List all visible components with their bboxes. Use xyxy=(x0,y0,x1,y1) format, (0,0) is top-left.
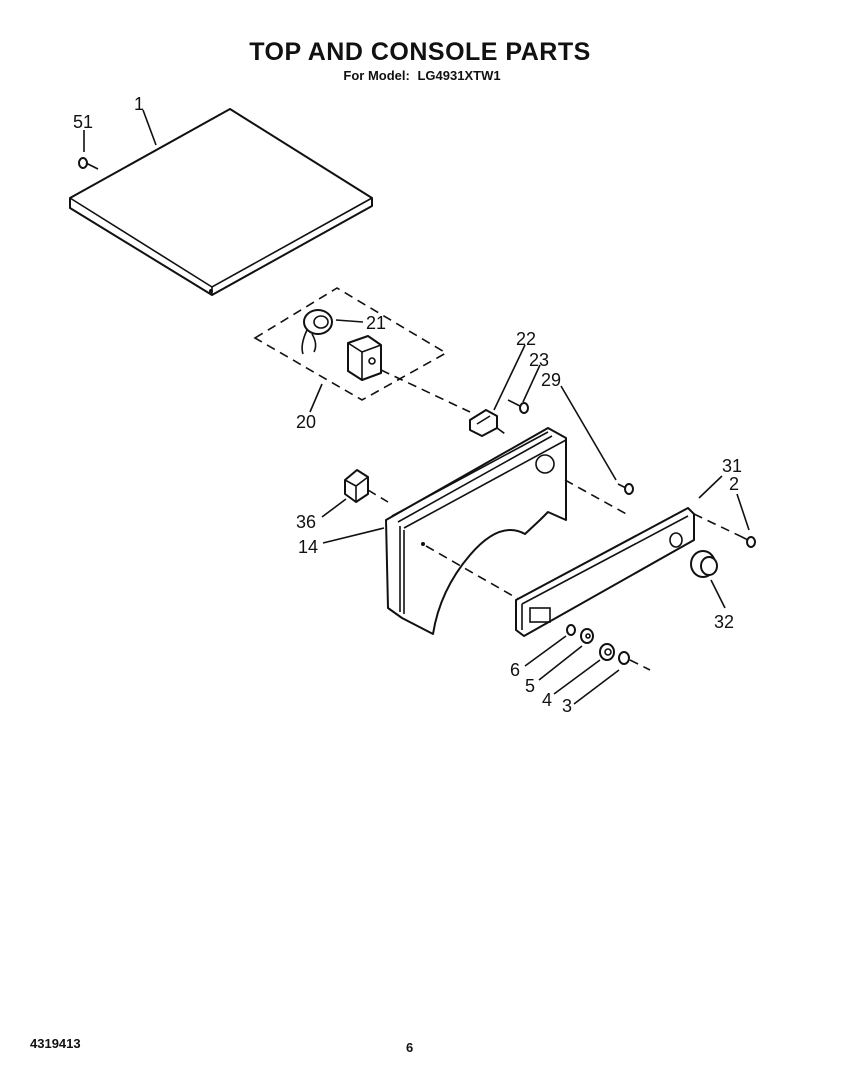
model-line: For Model: LG4931XTW1 xyxy=(0,68,840,83)
callout-2: 2 xyxy=(729,474,739,494)
callout-29: 29 xyxy=(541,370,561,390)
diagram-title: TOP AND CONSOLE PARTS xyxy=(249,38,591,66)
bushing-4 xyxy=(599,643,615,661)
callout-23: 23 xyxy=(529,350,549,370)
document-number: 4319413 xyxy=(30,1036,81,1051)
callout-36: 36 xyxy=(296,512,316,532)
callout-51: 51 xyxy=(73,112,93,132)
control-panel-31 xyxy=(515,507,695,637)
nut-3 xyxy=(618,651,630,665)
screw-2 xyxy=(739,535,756,548)
switch-assembly-group xyxy=(253,287,448,401)
callout-21: 21 xyxy=(366,313,386,333)
callout-14: 14 xyxy=(298,537,318,557)
nut-5 xyxy=(580,628,594,644)
callout-5: 5 xyxy=(525,676,535,696)
clip-36 xyxy=(344,469,369,503)
bracket-22 xyxy=(469,409,498,437)
page-number: 6 xyxy=(406,1040,414,1055)
callout-32: 32 xyxy=(714,612,734,632)
callout-31: 31 xyxy=(722,456,742,476)
leader-lines xyxy=(83,109,750,705)
model-prefix: For Model: xyxy=(343,68,410,83)
knob-32 xyxy=(690,550,718,578)
callout-4: 4 xyxy=(542,690,552,710)
callout-1: 1 xyxy=(134,94,144,114)
model-number: LG4931XTW1 xyxy=(417,68,501,83)
console-14 xyxy=(385,427,567,635)
screw-29 xyxy=(617,483,634,495)
washer-6 xyxy=(566,624,576,636)
switch-block xyxy=(347,335,382,381)
callout-20: 20 xyxy=(296,412,316,432)
callout-3: 3 xyxy=(562,696,572,716)
callout-22: 22 xyxy=(516,329,536,349)
top-panel xyxy=(69,108,373,296)
callout-6: 6 xyxy=(510,660,520,680)
timer-motor-21 xyxy=(301,309,333,355)
screw-23 xyxy=(507,399,529,414)
screw-51 xyxy=(78,157,99,170)
